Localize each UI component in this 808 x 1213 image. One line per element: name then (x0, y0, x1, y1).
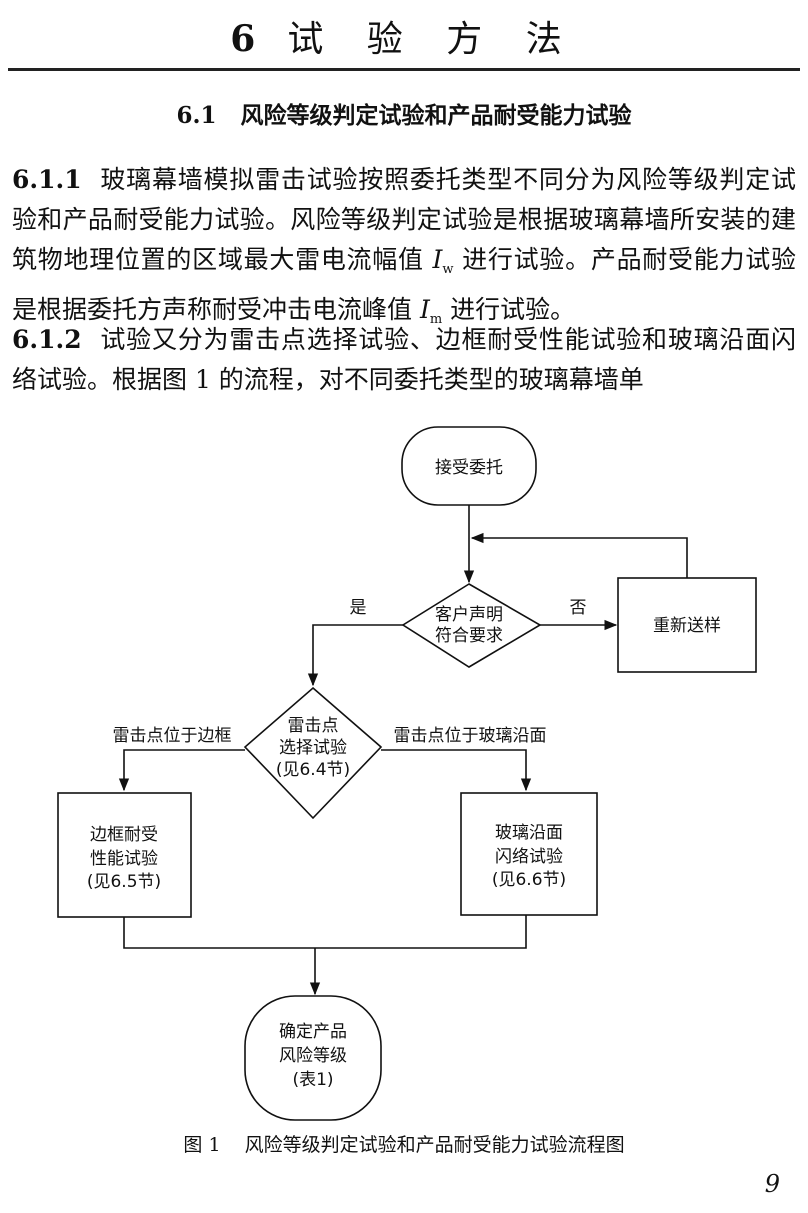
left-box-line2: 性能试验 (90, 849, 158, 869)
decision1-line1: 客户声明 (435, 605, 503, 625)
decision2-line3: (见6.4节) (276, 760, 350, 780)
subscript-w: w (442, 262, 454, 277)
figure-caption: 图 1 风险等级判定试验和产品耐受能力试验流程图 (0, 1130, 808, 1157)
decision1-line2: 符合要求 (435, 626, 503, 646)
paragraph-number: 6.1.2 (12, 325, 82, 354)
no-label: 否 (570, 598, 587, 618)
left-branch-label: 雷击点位于边框 (113, 726, 232, 746)
paragraph-text: 玻璃幕墙模拟雷击试验按照委托类型不同分为风险等级判定试验和产品耐受能力试验。风险… (12, 165, 796, 274)
end-line3: (表1) (292, 1070, 333, 1090)
subscript-m: m (429, 312, 443, 327)
decision2-line2: 选择试验 (279, 738, 347, 758)
right-box-line2: 闪络试验 (495, 847, 563, 867)
right-box-line1: 玻璃沿面 (495, 823, 563, 843)
right-box-line3: (见6.6节) (492, 870, 566, 890)
resend-sample-box (617, 577, 757, 673)
section-title: 6.1 风险等级判定试验和产品耐受能力试验 (0, 96, 808, 130)
end-line1: 确定产品 (279, 1022, 347, 1042)
glass-flashover-box (460, 792, 598, 916)
title-rule (8, 68, 800, 71)
chapter-title-text: 试 验 方 法 (287, 19, 578, 60)
end-line2: 风险等级 (279, 1046, 347, 1066)
paragraph-number: 6.1.1 (12, 165, 82, 194)
decision-strike-point (243, 686, 383, 820)
left-box-line1: 边框耐受 (90, 825, 158, 845)
figure-title: 风险等级判定试验和产品耐受能力试验流程图 (244, 1134, 625, 1156)
paragraph-text: 试验又分为雷击点选择试验、边框耐受性能试验和玻璃沿面闪络试验。根据图 1 的流程… (12, 325, 796, 394)
section-title-text: 风险等级判定试验和产品耐受能力试验 (240, 102, 632, 129)
left-box-line3: (见6.5节) (87, 872, 161, 892)
paragraph-text: 进行试验。产品耐受能力试验是根据委托方声称耐受冲击电流峰值 (12, 245, 796, 324)
decision2-line1: 雷击点 (288, 716, 339, 736)
chapter-number: 6 (230, 18, 258, 60)
page-number: 9 (764, 1170, 780, 1198)
symbol-iw: I (432, 245, 443, 274)
chapter-title: 6 试 验 方 法 (0, 10, 808, 62)
section-number: 6.1 (176, 102, 217, 129)
resend-label: 重新送样 (653, 616, 721, 636)
decision-customer-statement (401, 583, 542, 668)
start-label: 接受委托 (435, 458, 503, 478)
paragraph-text: 进行试验。 (442, 295, 576, 324)
symbol-im: I (419, 295, 430, 324)
end-terminal (244, 995, 382, 1121)
right-branch-label: 雷击点位于玻璃沿面 (394, 726, 547, 746)
figure-number: 图 1 (183, 1134, 221, 1156)
yes-label: 是 (350, 598, 367, 618)
